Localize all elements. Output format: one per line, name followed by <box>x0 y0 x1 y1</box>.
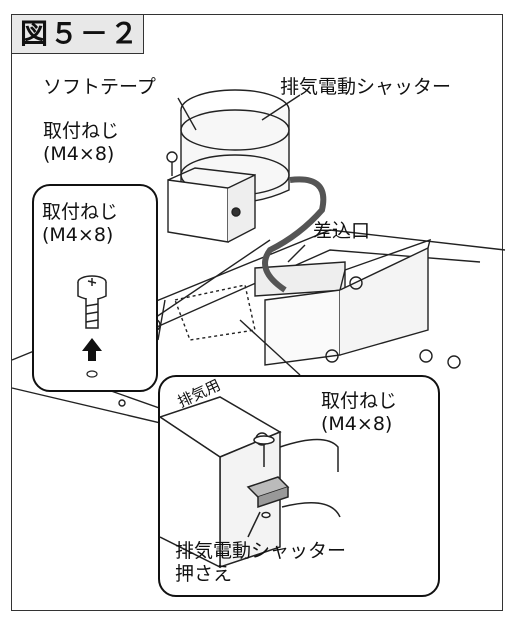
label-screw-top-name: 取付ねじ <box>43 120 120 142</box>
label-soft-tape: ソフトテープ <box>43 76 156 98</box>
screw-illustration <box>77 275 107 378</box>
label-callout-right-size: (M4×8) <box>321 413 393 435</box>
bracket-illustration <box>160 396 341 569</box>
label-shutter: 排気電動シャッター <box>280 76 452 98</box>
label-callout-left-size: (M4×8) <box>42 224 114 246</box>
figure-number: 図５－２ <box>11 14 144 54</box>
label-screw-top-size: (M4×8) <box>43 143 115 165</box>
label-inlet: 差込口 <box>313 220 371 242</box>
callout-bracket-detail <box>158 375 440 597</box>
label-callout-right-name: 取付ねじ <box>321 390 398 412</box>
callout-screw-detail <box>32 184 158 392</box>
label-bracket-line2: 押さえ <box>175 563 233 585</box>
up-arrow-icon <box>82 338 102 361</box>
label-callout-left-name: 取付ねじ <box>42 201 119 223</box>
label-bracket-line1: 排気電動シャッター <box>175 540 347 562</box>
